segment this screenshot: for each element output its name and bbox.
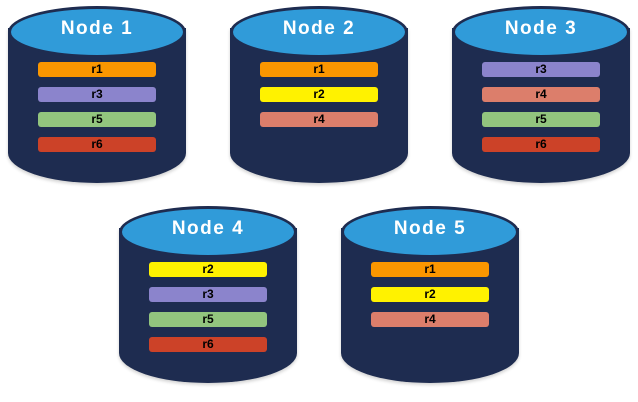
replica-item[interactable]: r6: [482, 137, 600, 152]
replica-item[interactable]: r3: [482, 62, 600, 77]
replica-item[interactable]: r4: [371, 312, 489, 327]
node-row-bottom: Node 4 r2 r3 r5 r6 Node 5 r1 r2 r4: [0, 206, 638, 389]
replica-item[interactable]: r4: [260, 112, 378, 127]
replica-item[interactable]: r3: [38, 87, 156, 102]
cylinder-top-disc: [230, 6, 408, 58]
replica-stack: r1 r2 r4: [341, 262, 519, 337]
replica-item[interactable]: r5: [38, 112, 156, 127]
replica-stack: r3 r4 r5 r6: [452, 62, 630, 162]
cylinder-top-disc: [452, 6, 630, 58]
replica-item[interactable]: r6: [149, 337, 267, 352]
replica-item[interactable]: r5: [149, 312, 267, 327]
node-2[interactable]: Node 2 r1 r2 r4: [230, 6, 408, 189]
replica-stack: r1 r2 r4: [230, 62, 408, 137]
replica-item[interactable]: r5: [482, 112, 600, 127]
replica-item[interactable]: r3: [149, 287, 267, 302]
node-3[interactable]: Node 3 r3 r4 r5 r6: [452, 6, 630, 189]
node-5[interactable]: Node 5 r1 r2 r4: [341, 206, 519, 389]
replica-item[interactable]: r6: [38, 137, 156, 152]
cylinder-top-disc: [8, 6, 186, 58]
replica-item[interactable]: r2: [260, 87, 378, 102]
cylinder-top-disc: [341, 206, 519, 258]
node-row-top: Node 1 r1 r3 r5 r6 Node 2 r1 r2 r4 Node …: [0, 6, 638, 189]
replica-stack: r1 r3 r5 r6: [8, 62, 186, 162]
node-1[interactable]: Node 1 r1 r3 r5 r6: [8, 6, 186, 189]
replica-item[interactable]: r1: [371, 262, 489, 277]
cylinder-top-disc: [119, 206, 297, 258]
replica-item[interactable]: r4: [482, 87, 600, 102]
replica-item[interactable]: r2: [149, 262, 267, 277]
replica-item[interactable]: r2: [371, 287, 489, 302]
node-4[interactable]: Node 4 r2 r3 r5 r6: [119, 206, 297, 389]
replica-item[interactable]: r1: [38, 62, 156, 77]
replica-stack: r2 r3 r5 r6: [119, 262, 297, 362]
replica-item[interactable]: r1: [260, 62, 378, 77]
